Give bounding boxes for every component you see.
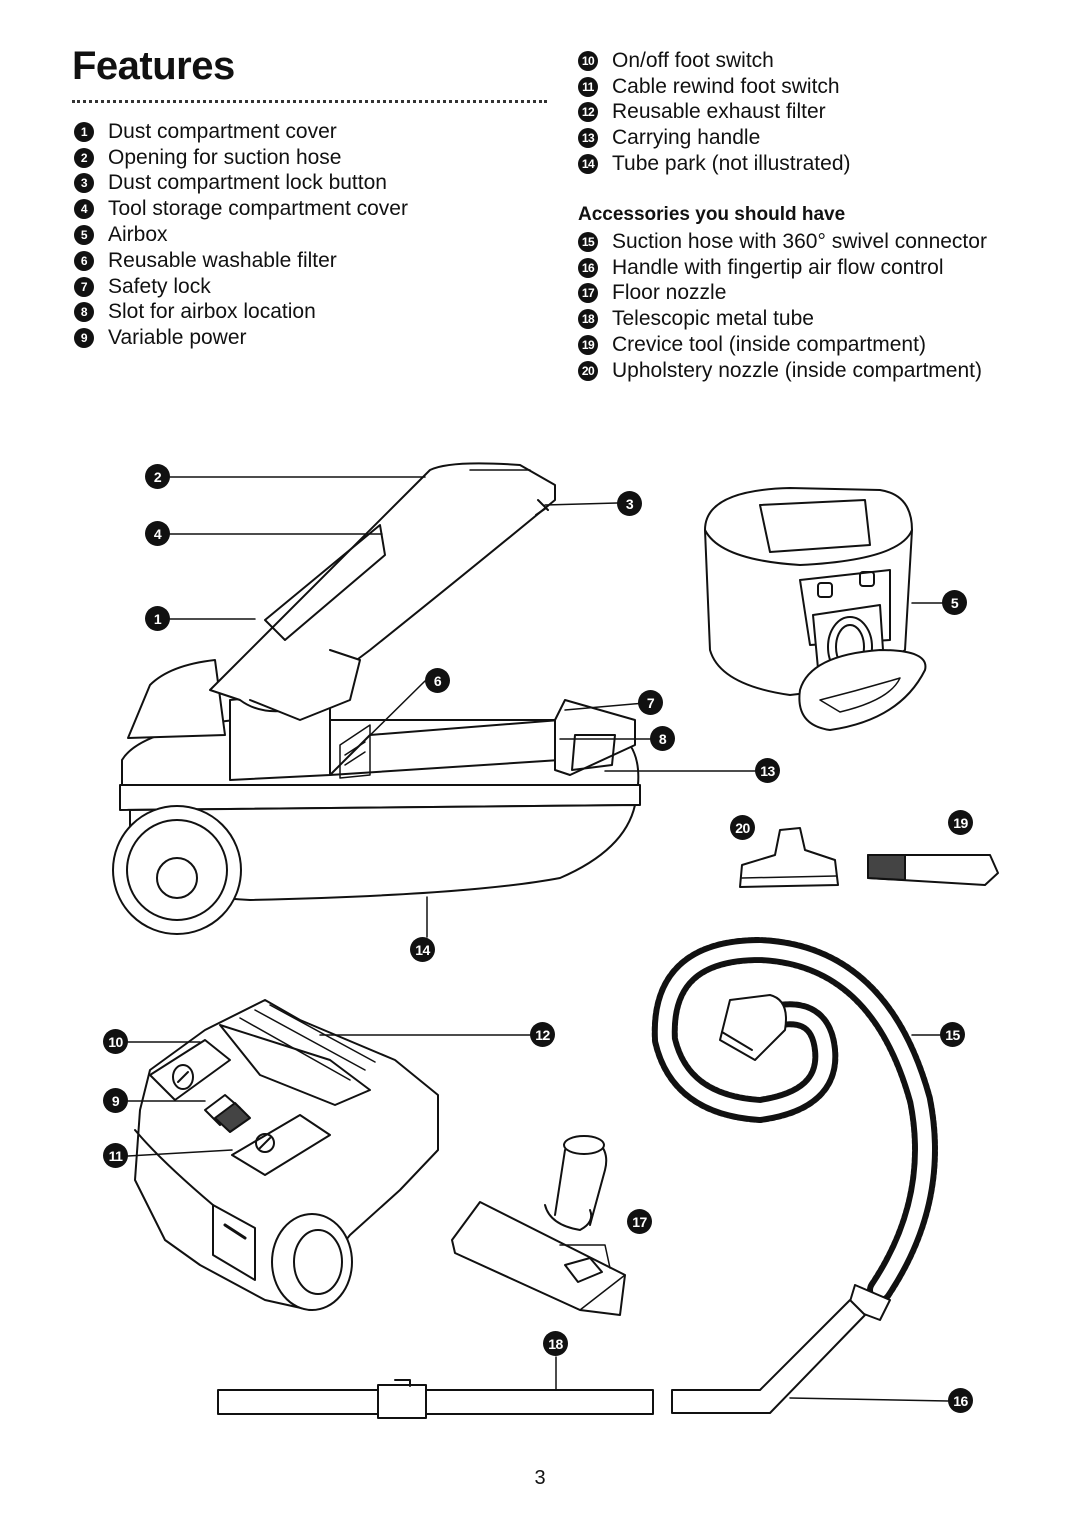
feature-item: 14 Tube park (not illustrated) <box>578 151 851 177</box>
accessory-item: 19 Crevice tool (inside compartment) <box>578 332 987 358</box>
suction-hose-drawing <box>651 937 941 1414</box>
feature-item: 13 Carrying handle <box>578 125 851 151</box>
crevice-tool-drawing <box>867 854 999 886</box>
upholstery-nozzle-drawing <box>739 827 839 888</box>
feature-label: Reusable washable filter <box>108 248 337 272</box>
leader-lines-rear <box>127 1034 531 1157</box>
feature-label: Airbox <box>108 223 168 247</box>
accessory-number-badge: 19 <box>578 335 598 356</box>
vacuum-body-drawing <box>112 462 641 935</box>
page-number: 3 <box>534 1467 546 1489</box>
callout-badge: 10 <box>103 1029 128 1054</box>
feature-label: Tube park (not illustrated) <box>612 152 851 176</box>
dotted-divider <box>72 100 547 103</box>
airbox-drawing <box>704 487 943 731</box>
feature-item: 12 Reusable exhaust filter <box>578 100 851 126</box>
callout-badge: 19 <box>948 810 973 835</box>
feature-label: Opening for suction hose <box>108 145 342 169</box>
accessory-label: Suction hose with 360° swivel connector <box>612 229 987 253</box>
feature-number-badge: 3 <box>74 173 94 194</box>
accessory-item: 15 Suction hose with 360° swivel connecto… <box>578 229 987 255</box>
accessory-label: Floor nozzle <box>612 281 727 305</box>
feature-number-badge: 14 <box>578 154 598 175</box>
accessory-label: Handle with fingertip air flow control <box>612 255 944 279</box>
feature-number-badge: 9 <box>74 328 94 349</box>
feature-number-badge: 11 <box>578 76 598 97</box>
callout-badge: 1 <box>145 606 170 631</box>
feature-number-badge: 2 <box>74 147 94 168</box>
feature-number-badge: 4 <box>74 199 94 220</box>
callout-badge: 13 <box>755 758 780 783</box>
feature-item: 8 Slot for airbox location <box>74 300 408 326</box>
callout-badge: 14 <box>410 937 435 962</box>
callout-badge: 18 <box>543 1331 568 1356</box>
feature-number-badge: 5 <box>74 225 94 246</box>
callout-badge: 5 <box>942 590 967 615</box>
feature-label: Dust compartment cover <box>108 119 337 143</box>
feature-label: Safety lock <box>108 274 211 298</box>
feature-label: Slot for airbox location <box>108 300 316 324</box>
callout-badge: 15 <box>940 1022 965 1047</box>
feature-item: 3 Dust compartment lock button <box>74 171 408 197</box>
callout-badge: 11 <box>103 1143 128 1168</box>
feature-label: Tool storage compartment cover <box>108 197 408 221</box>
page-title: Features <box>72 44 235 88</box>
feature-label: Reusable exhaust filter <box>612 100 826 124</box>
leader-lines-main <box>169 476 756 938</box>
callout-badge: 20 <box>730 815 755 840</box>
features-list-right: 10 On/off foot switch 11 Cable rewind foot… <box>578 48 851 177</box>
vacuum-rear-drawing <box>134 999 439 1311</box>
accessory-label: Telescopic metal tube <box>612 307 814 331</box>
callout-badge: 17 <box>627 1209 652 1234</box>
feature-item: 2 Opening for suction hose <box>74 145 408 171</box>
callout-badge: 3 <box>617 491 642 516</box>
feature-item: 11 Cable rewind foot switch <box>578 74 851 100</box>
callout-badge: 4 <box>145 521 170 546</box>
feature-label: Dust compartment lock button <box>108 171 387 195</box>
feature-label: Carrying handle <box>612 126 761 150</box>
callout-badge: 2 <box>145 464 170 489</box>
accessory-item: 20 Upholstery nozzle (inside compartment) <box>578 358 987 384</box>
feature-number-badge: 13 <box>578 128 598 149</box>
callout-badge: 16 <box>948 1388 973 1413</box>
feature-item: 1 Dust compartment cover <box>74 119 408 145</box>
accessories-list: 15 Suction hose with 360° swivel connecto… <box>578 229 987 384</box>
feature-number-badge: 1 <box>74 121 94 142</box>
feature-item: 4 Tool storage compartment cover <box>74 196 408 222</box>
feature-item: 9 Variable power <box>74 325 408 351</box>
feature-label: Variable power <box>108 326 247 350</box>
feature-item: 6 Reusable washable filter <box>74 248 408 274</box>
callout-badge: 12 <box>530 1022 555 1047</box>
accessories-heading: Accessories you should have <box>578 204 846 225</box>
accessory-item: 18 Telescopic metal tube <box>578 306 987 332</box>
features-list-left: 1 Dust compartment cover 2 Opening for suc… <box>74 119 408 351</box>
feature-label: On/off foot switch <box>612 48 774 72</box>
feature-item: 5 Airbox <box>74 222 408 248</box>
accessory-number-badge: 15 <box>578 231 598 252</box>
accessory-item: 16 Handle with fingertip air flow control <box>578 255 987 281</box>
feature-item: 7 Safety lock <box>74 274 408 300</box>
accessory-number-badge: 16 <box>578 257 598 278</box>
feature-number-badge: 7 <box>74 276 94 297</box>
feature-number-badge: 6 <box>74 250 94 271</box>
feature-number-badge: 12 <box>578 102 598 123</box>
callout-badge: 6 <box>425 668 450 693</box>
feature-number-badge: 8 <box>74 302 94 323</box>
accessory-label: Upholstery nozzle (inside compartment) <box>612 358 982 382</box>
accessory-item: 17 Floor nozzle <box>578 281 987 307</box>
accessory-number-badge: 17 <box>578 283 598 304</box>
floor-nozzle-drawing <box>451 1135 626 1316</box>
accessory-label: Crevice tool (inside compartment) <box>612 333 926 357</box>
feature-number-badge: 10 <box>578 50 598 71</box>
accessory-number-badge: 20 <box>578 360 598 381</box>
callout-badge: 7 <box>638 690 663 715</box>
callout-badge: 9 <box>103 1088 128 1113</box>
feature-label: Cable rewind foot switch <box>612 74 840 98</box>
callout-badge: 8 <box>650 726 675 751</box>
telescopic-tube-drawing <box>217 1356 949 1419</box>
feature-item: 10 On/off foot switch <box>578 48 851 74</box>
accessory-number-badge: 18 <box>578 309 598 330</box>
